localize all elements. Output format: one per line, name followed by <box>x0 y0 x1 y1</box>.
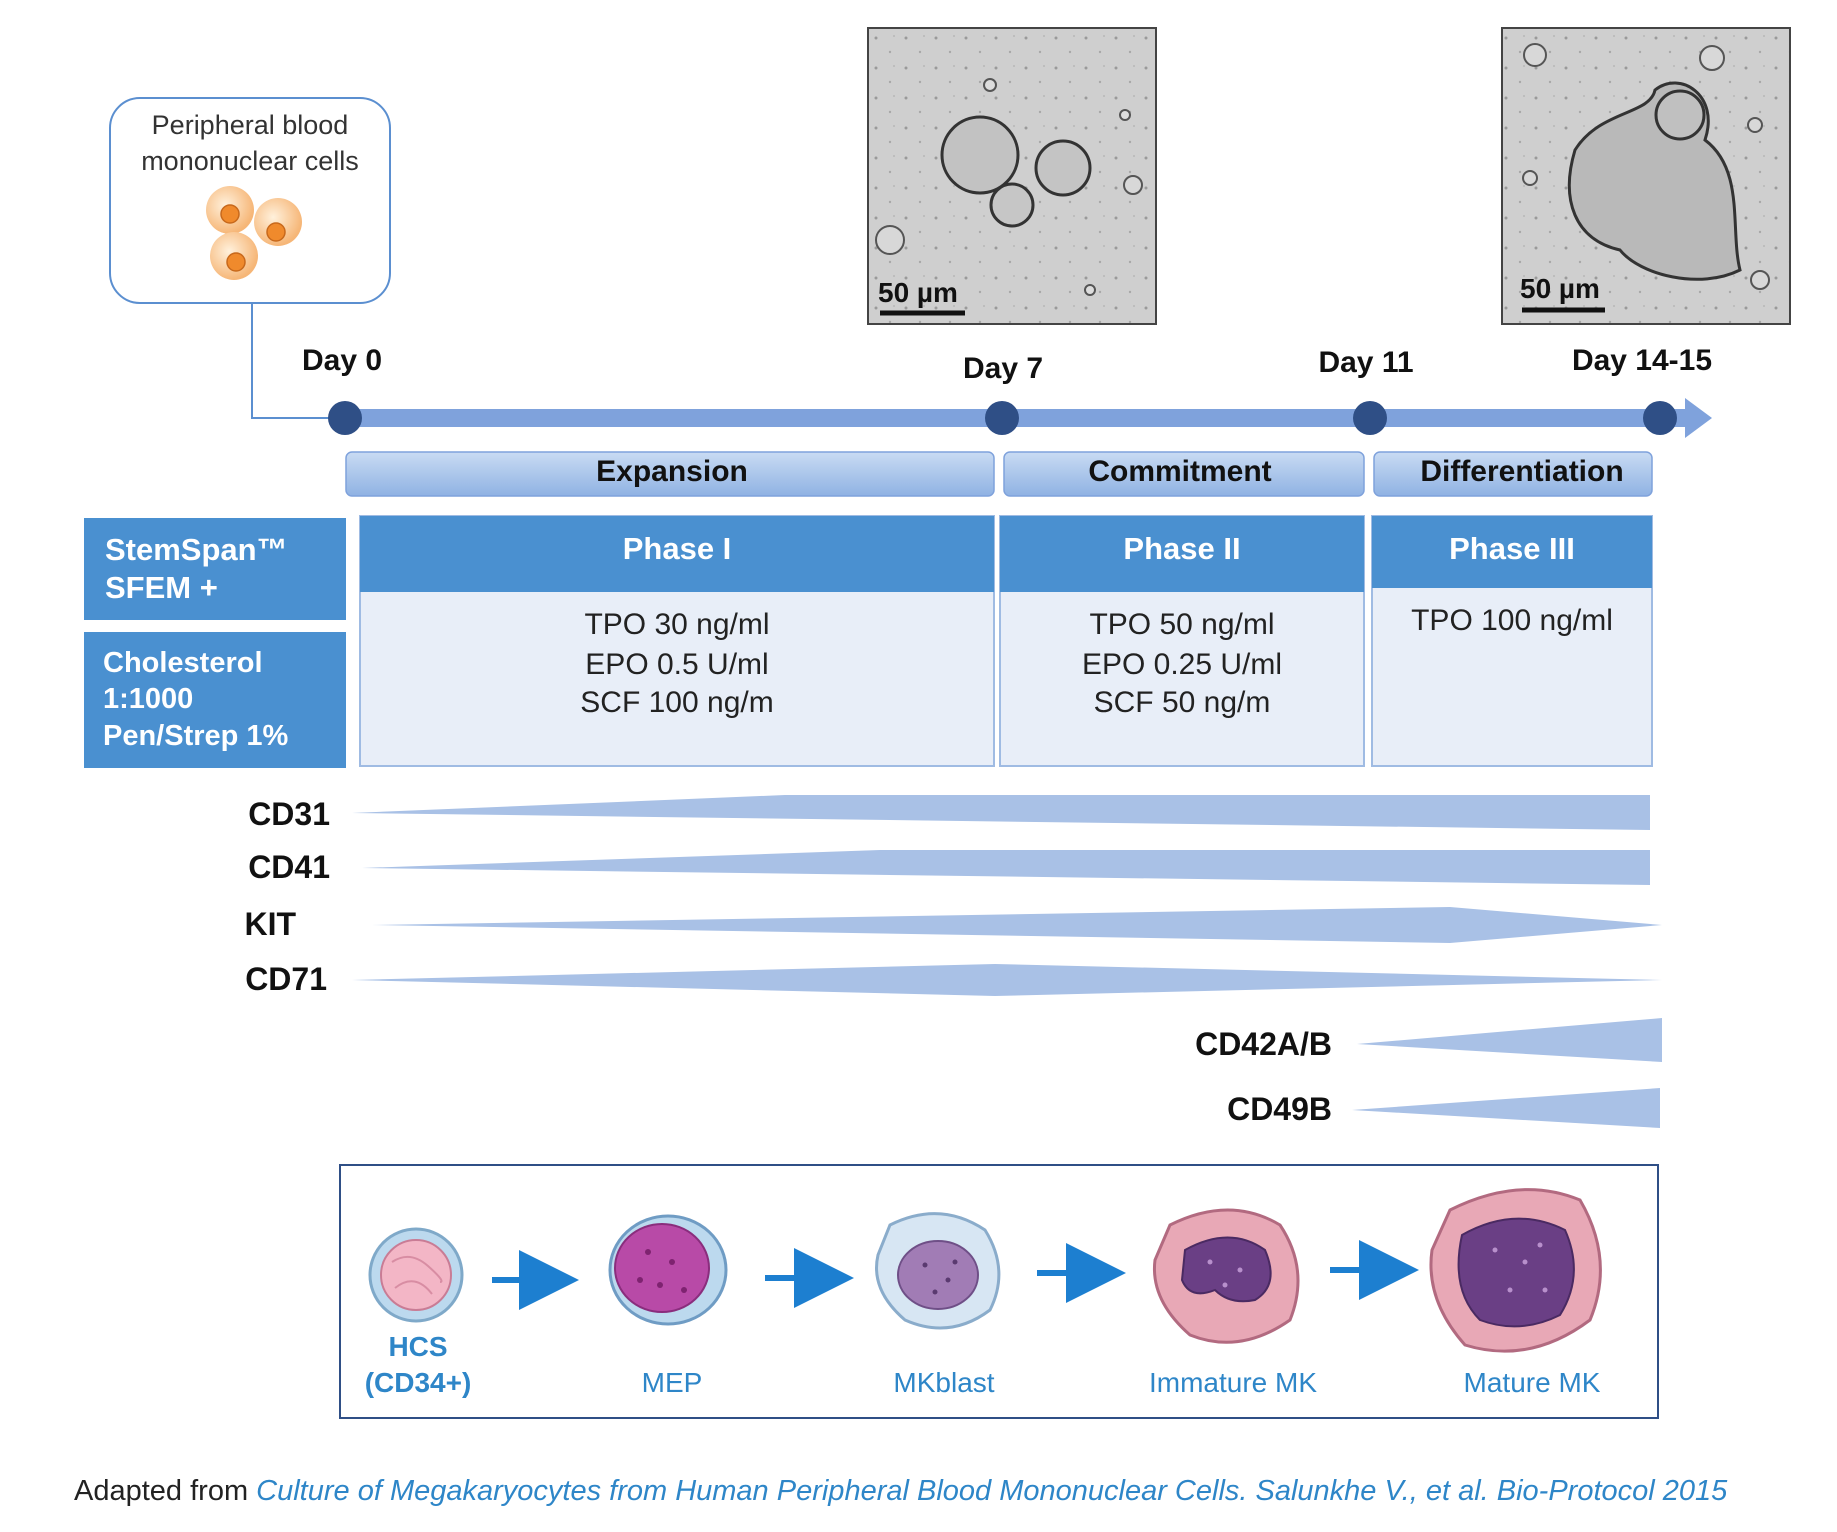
phase-2: Phase II TPO 50 ng/ml EPO 0.25 U/ml SCF … <box>999 515 1365 767</box>
phase-2-line3: SCF 50 ng/m <box>1094 686 1271 719</box>
phase-1-line3: SCF 100 ng/m <box>580 686 773 719</box>
caption-citation: Culture of Megakaryocytes from Human Per… <box>256 1475 1728 1507</box>
marker-kit: KIT <box>244 906 296 942</box>
hcs-cell-icon <box>368 1227 464 1323</box>
timeline-arrowhead <box>1685 398 1712 438</box>
mkblast-cell-icon <box>875 1212 1001 1330</box>
day-label-7: Day 7 <box>963 352 1043 385</box>
micrograph-day7-scale-label: 50 µm <box>878 277 958 308</box>
cell-label-mep: MEP <box>642 1367 703 1398</box>
timeline-node-day7 <box>985 401 1019 435</box>
cell-label-mature-mk: Mature MK <box>1464 1367 1601 1398</box>
timeline: Day 0 Day 7 Day 11 Day 14-15 <box>302 344 1712 438</box>
phase-3: Phase III TPO 100 ng/ml <box>1371 515 1653 767</box>
micrograph-day14: 50 µm <box>1501 27 1791 325</box>
marker-cd71-wedge <box>352 964 1662 996</box>
marker-cd49b: CD49B <box>1227 1091 1332 1127</box>
marker-cd42ab: CD42A/B <box>1195 1026 1332 1062</box>
marker-cd31: CD31 <box>248 796 330 832</box>
phase-1-line1: TPO 30 ng/ml <box>584 608 769 641</box>
marker-cd71: CD71 <box>245 961 327 997</box>
base-medium-line1: StemSpan™ <box>105 532 288 567</box>
timeline-node-day11 <box>1353 401 1387 435</box>
stage-differentiation: Differentiation <box>1420 455 1623 488</box>
immature-mk-cell-icon <box>1152 1208 1300 1344</box>
micrograph-day7: 50 µm <box>867 27 1157 325</box>
cell-label-immature-mk: Immature MK <box>1149 1367 1317 1398</box>
phase-2-title: Phase II <box>1123 531 1240 566</box>
phase-2-line2: EPO 0.25 U/ml <box>1082 648 1282 681</box>
pbmc-cells-icon <box>206 186 302 280</box>
phase-1-title: Phase I <box>623 531 732 566</box>
day-label-0: Day 0 <box>302 344 382 377</box>
supplement-line1: Cholesterol <box>103 647 263 679</box>
stage-expansion: Expansion <box>596 455 748 488</box>
phase-2-line1: TPO 50 ng/ml <box>1089 608 1274 641</box>
mep-cell-icon <box>608 1214 728 1326</box>
phase-1-line2: EPO 0.5 U/ml <box>585 648 768 681</box>
stage-commitment: Commitment <box>1088 455 1271 488</box>
source-box: Peripheral blood mononuclear cells <box>109 97 391 419</box>
cell-label-mkblast: MKblast <box>893 1367 994 1398</box>
source-caption: Adapted from Culture of Megakaryocytes f… <box>74 1475 1794 1508</box>
stage-bars: Expansion Commitment Differentiation <box>345 451 1653 497</box>
marker-cd49b-wedge <box>1352 1088 1660 1128</box>
cell-label-hcs: HCS <box>388 1331 447 1362</box>
timeline-node-day0 <box>328 401 362 435</box>
marker-kit-wedge <box>372 907 1662 943</box>
cell-lineage-panel: HCS (CD34+) MEP MKblast <box>339 1164 1659 1419</box>
base-medium-box: StemSpan™ SFEM + <box>84 518 346 620</box>
source-connector <box>251 303 340 419</box>
marker-cd41-wedge <box>362 850 1650 885</box>
supplement-box: Cholesterol 1:1000 Pen/Strep 1% <box>84 632 346 768</box>
source-label-line2: mononuclear cells <box>141 146 359 176</box>
phase-1: Phase I TPO 30 ng/ml EPO 0.5 U/ml SCF 10… <box>359 515 995 767</box>
source-label-line1: Peripheral blood <box>152 110 349 140</box>
base-medium-line2: SFEM + <box>105 570 218 605</box>
marker-expression: CD31 CD41 KIT CD71 CD42A/B CD49B <box>244 795 1662 1128</box>
mature-mk-cell-icon <box>1429 1188 1602 1353</box>
caption-prefix: Adapted from <box>74 1475 257 1507</box>
supplement-line2: 1:1000 <box>103 683 193 715</box>
day-label-14-15: Day 14-15 <box>1572 344 1712 377</box>
cell-label-hcs-sub: (CD34+) <box>365 1367 472 1398</box>
marker-cd41: CD41 <box>248 849 330 885</box>
marker-cd42ab-wedge <box>1357 1018 1662 1062</box>
micrograph-day14-scale-label: 50 µm <box>1520 273 1600 304</box>
supplement-line3: Pen/Strep 1% <box>103 720 289 752</box>
day-label-11: Day 11 <box>1318 346 1413 379</box>
timeline-node-day14 <box>1643 401 1677 435</box>
phase-3-title: Phase III <box>1449 531 1575 566</box>
phase-3-line1: TPO 100 ng/ml <box>1411 604 1613 637</box>
marker-cd31-wedge <box>352 795 1650 830</box>
